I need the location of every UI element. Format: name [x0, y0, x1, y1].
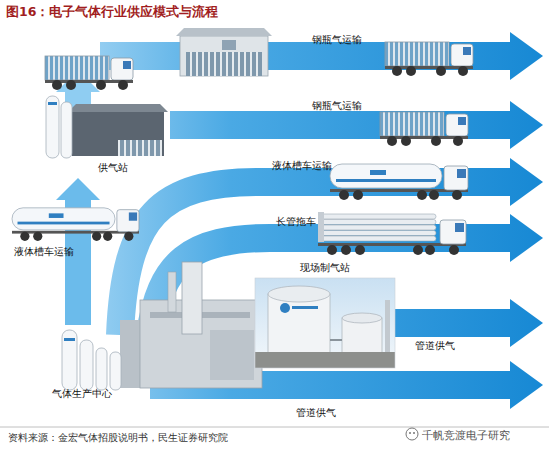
building-window [222, 40, 236, 50]
caption-rule [0, 427, 549, 428]
factory-door [210, 330, 254, 380]
tank-dome [342, 313, 382, 323]
cylinder-rack [186, 52, 262, 76]
source-caption: 资料来源：金宏气体招股说明书，民生证券研究院 [8, 432, 228, 444]
flow-head [510, 214, 543, 262]
tanker-truck [330, 164, 468, 200]
illustration-node: 现场制气站 [255, 262, 395, 370]
building-wall [180, 36, 268, 76]
flow-head [510, 32, 543, 80]
storage-tank [61, 102, 72, 158]
production-center [62, 262, 262, 390]
node-label: 供气站 [98, 162, 128, 174]
cylinder-truck [45, 56, 133, 90]
flow-label: 长管拖车 [276, 216, 316, 228]
storage-tank [96, 348, 107, 390]
cylinder-truck [380, 112, 468, 146]
cylinder-rack [118, 140, 162, 156]
flow-head [510, 101, 543, 149]
tube-trailer [318, 212, 466, 255]
tank-logo [292, 306, 318, 309]
pole [385, 300, 390, 352]
flow-band [390, 309, 510, 337]
flow-head [510, 158, 543, 206]
station-roof [68, 104, 168, 112]
wechat-icon-dot [409, 432, 411, 434]
photo-frame [255, 278, 395, 368]
figure-title: 图16：电子气体行业供应模式与流程 [6, 6, 218, 18]
cylinder-truck [385, 42, 473, 76]
tank-logo [48, 102, 57, 105]
watermark: 千帆竞渡电子研究 [422, 429, 510, 441]
tank-logo [280, 303, 290, 313]
wechat-icon-dot [413, 432, 415, 434]
node-label: 气体生产中心 [52, 388, 112, 400]
node-label: 现场制气站 [255, 262, 395, 274]
factory-tower [182, 262, 202, 334]
supply-station [46, 96, 168, 158]
tank-logo [64, 338, 75, 341]
factory-chimney [168, 272, 176, 312]
storage-tank [46, 96, 59, 158]
filling-building [176, 28, 272, 76]
onsite-photo [255, 278, 395, 368]
storage-tank [80, 340, 93, 390]
big-tank [268, 294, 330, 360]
flow-label: 钢瓶气运输 [312, 34, 362, 46]
tanker-truck [12, 208, 139, 241]
flow-label: 液体槽车运输 [272, 160, 332, 172]
storage-tank [62, 330, 77, 390]
flow-label: 管道供气 [296, 407, 336, 419]
flow-label: 钢瓶气运输 [312, 100, 362, 112]
flow-head [510, 299, 543, 347]
photo-ground [255, 352, 395, 368]
flow-heads [510, 32, 543, 409]
station-shed [72, 112, 164, 156]
flow-head [510, 361, 543, 409]
tank-dome [268, 286, 330, 302]
illustration-node: 供气站 [40, 92, 170, 178]
pipe [330, 339, 342, 341]
wechat-icon [406, 428, 418, 440]
photo-sky [255, 278, 395, 368]
flow-label: 管道供气 [415, 340, 455, 352]
storage-tank [110, 352, 121, 390]
edge-label: 液体槽车运输 [14, 246, 74, 258]
illustration-node: 气体生产中心 [40, 325, 270, 405]
building-roof [176, 28, 272, 36]
